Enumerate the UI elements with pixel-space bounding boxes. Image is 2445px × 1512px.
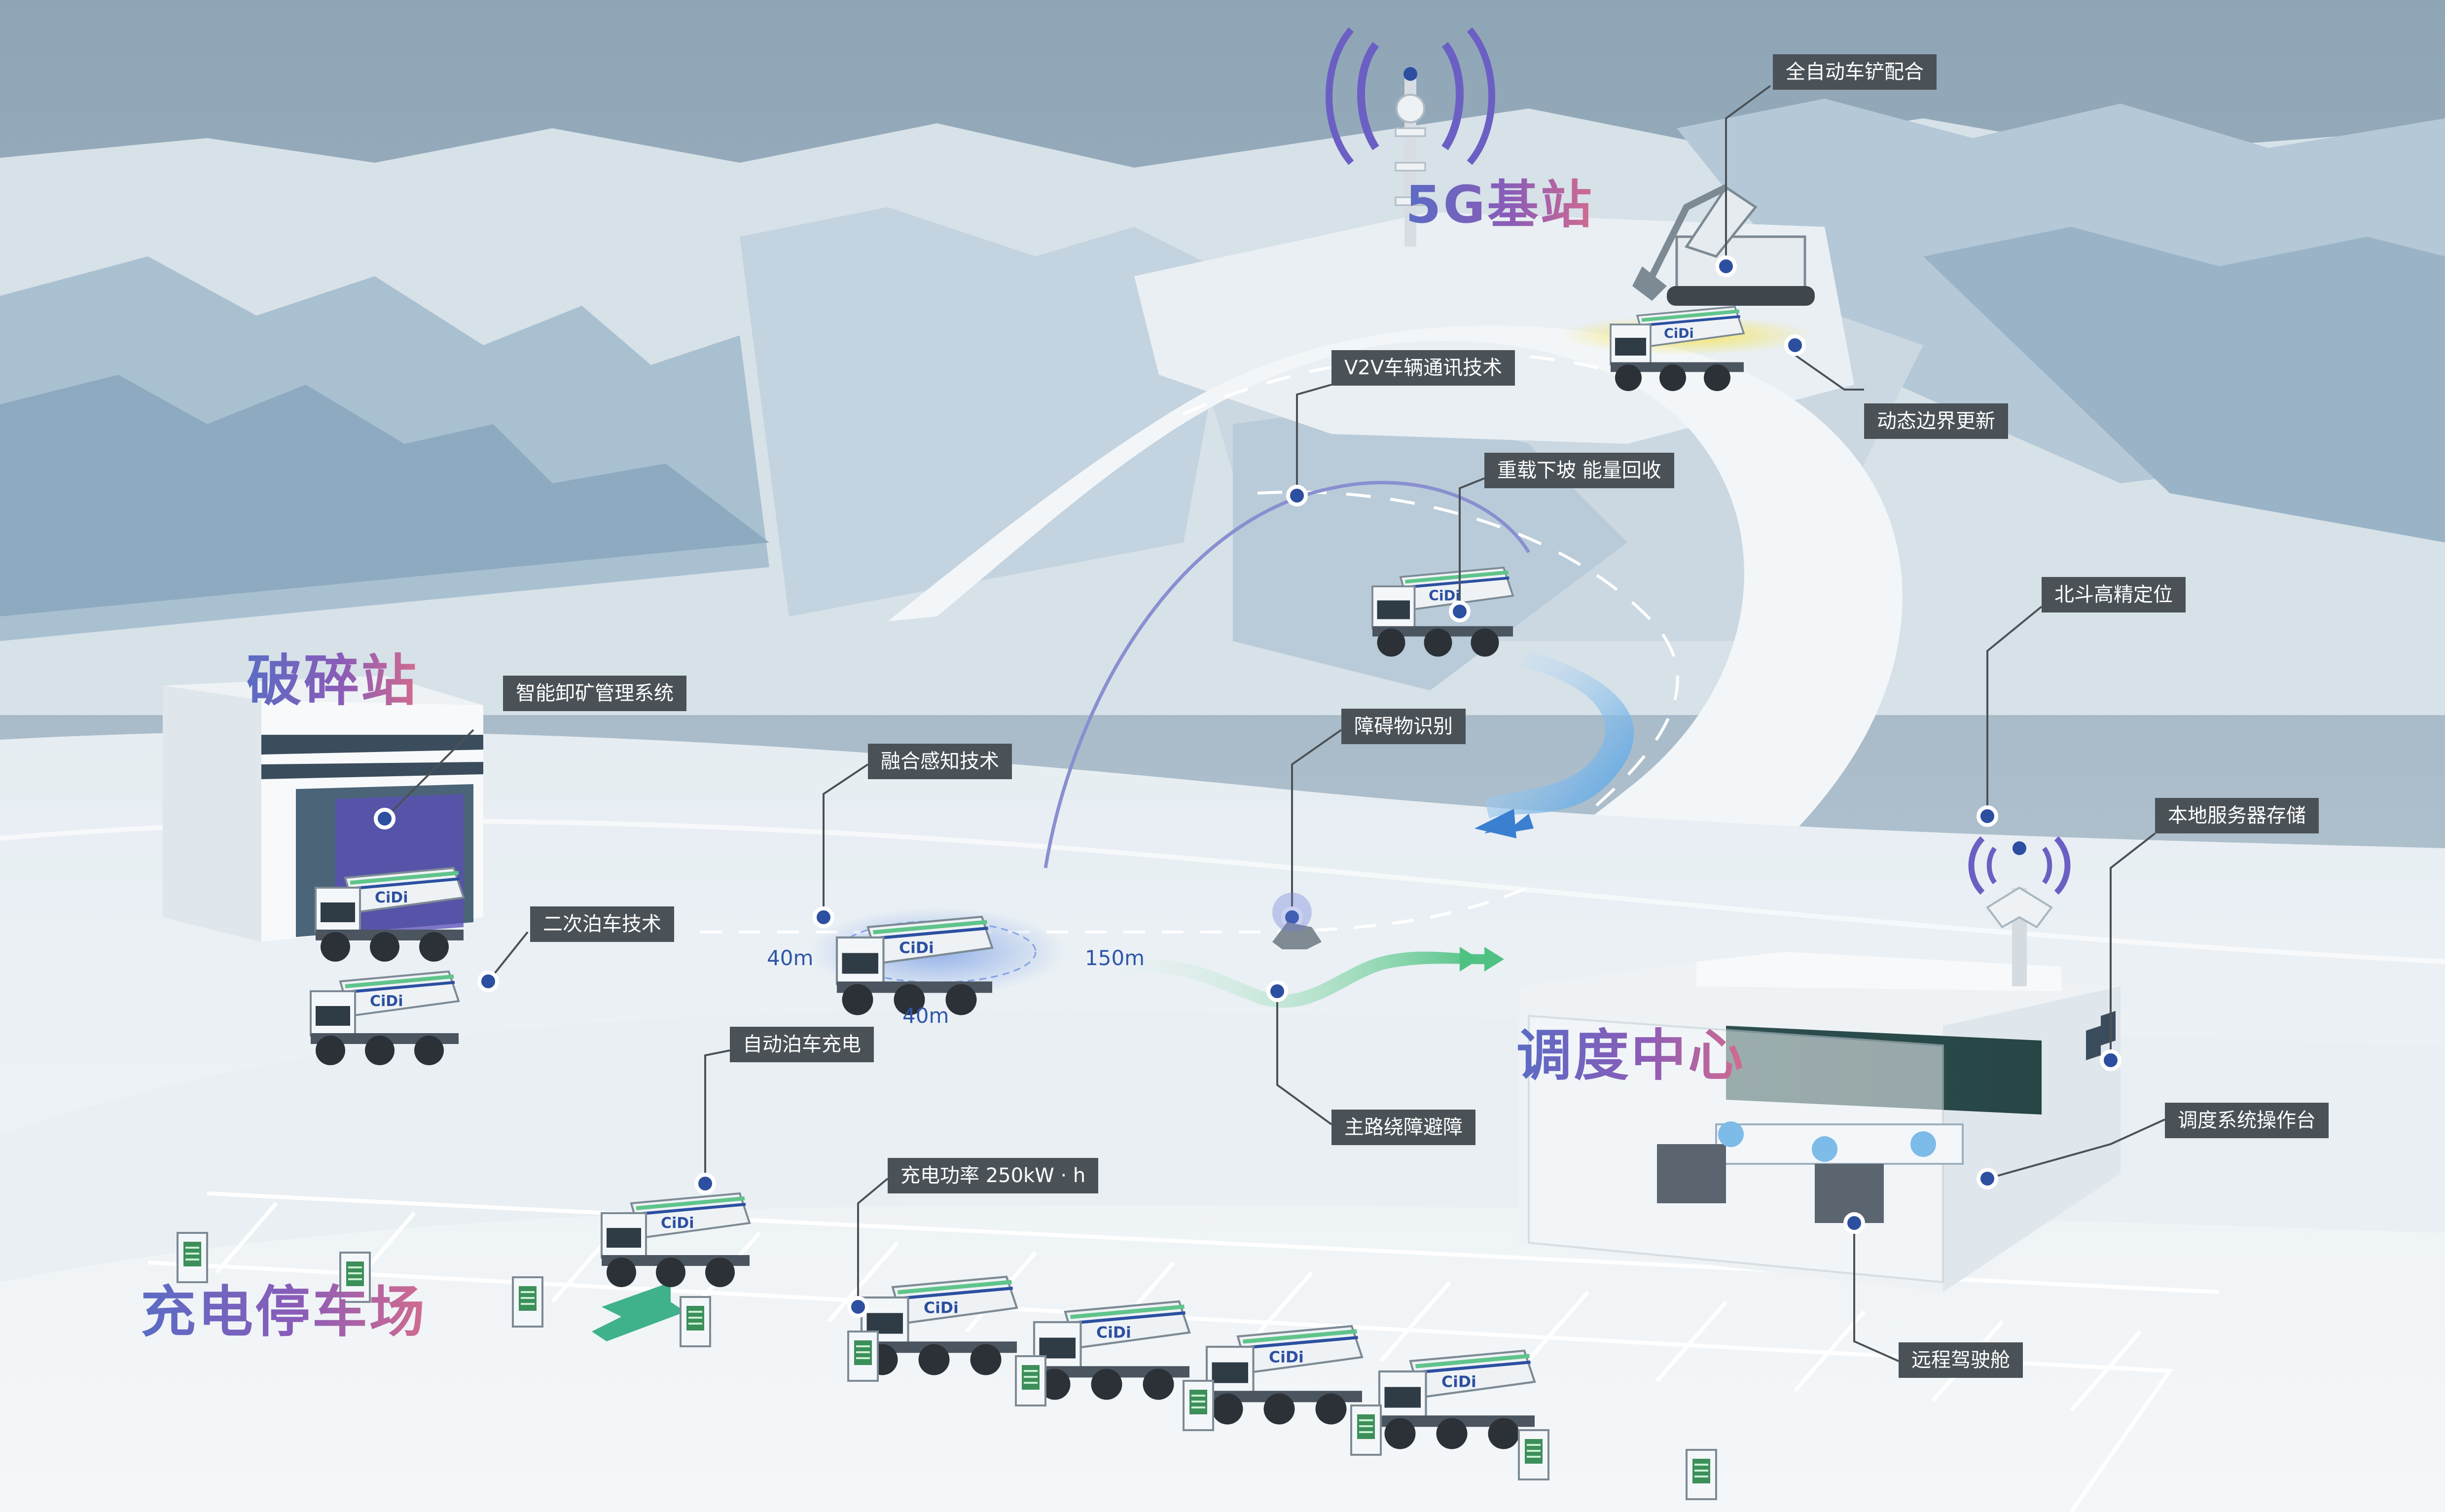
haul-truck: CiDi [1371, 566, 1514, 657]
haul-truck: CiDi [310, 970, 460, 1065]
charging-pile [1518, 1429, 1549, 1480]
haul-truck: CiDi [1378, 1349, 1536, 1449]
haul-truck: CiDi [315, 866, 465, 962]
mountain-range [0, 99, 2445, 715]
excavator [1632, 184, 1815, 306]
zone-title-charging-lot: 充电停车场 [141, 1267, 427, 1347]
haul-truck: CiDi [1033, 1300, 1191, 1400]
charging-pile [1350, 1404, 1382, 1456]
parking-arrow [592, 1282, 685, 1341]
callout-shovel: 全自动车铲配合 [1773, 54, 1937, 90]
zone-title-5g-base-station: 5G基站 [1405, 163, 1594, 237]
truck-brand-label: CiDi [1096, 1324, 1131, 1342]
markers [374, 255, 2121, 1318]
charging-pile [339, 1252, 371, 1303]
zone-title-dispatch: 调度中心 [1516, 1011, 1745, 1091]
truck-brand-label: CiDi [661, 1215, 694, 1232]
charging-pile [680, 1296, 711, 1347]
charging-pile [512, 1276, 543, 1328]
truck-brand-label: CiDi [1664, 326, 1694, 341]
charging-pile [1015, 1355, 1046, 1406]
obstacle-rock [1272, 922, 1322, 949]
callout-reparking: 二次泊车技术 [530, 906, 674, 942]
distance-bottom: 40m [902, 1004, 949, 1028]
charging-pile [1686, 1449, 1717, 1500]
callout-detour: 主路绕障避障 [1331, 1110, 1475, 1145]
callout-beidou: 北斗高精定位 [2042, 577, 2186, 612]
truck-brand-label: CiDi [899, 939, 934, 957]
haul-truck: CiDi [1610, 306, 1745, 391]
callout-v2v: V2V车辆通讯技术 [1331, 350, 1515, 386]
truck-brand-label: CiDi [375, 889, 408, 906]
callout-fusion: 融合感知技术 [868, 744, 1012, 779]
truck-brand-label: CiDi [370, 993, 403, 1010]
callout-console: 调度系统操作台 [2165, 1103, 2329, 1138]
5g-tower [1326, 27, 1495, 247]
callout-auto-charge: 自动泊车充电 [730, 1027, 874, 1062]
callout-boundary: 动态边界更新 [1864, 403, 2008, 439]
distance-right: 150m [1085, 946, 1145, 970]
detour-arrow [1124, 951, 1484, 1008]
leader-lines [384, 85, 2165, 1362]
distance-left: 40m [767, 946, 814, 970]
v2v-arc [1043, 481, 1530, 868]
zone-title-crusher: 破碎站 [247, 636, 418, 716]
haul-truck: CiDi [1205, 1325, 1364, 1425]
truck-brand-label: CiDi [1429, 588, 1460, 604]
charging-pile [177, 1232, 208, 1283]
callout-unload: 智能卸矿管理系统 [503, 676, 686, 711]
callout-server: 本地服务器存储 [2155, 798, 2319, 833]
callout-remote: 远程驾驶舱 [1899, 1342, 2023, 1378]
dispatch-antenna [1968, 836, 2071, 986]
haul-truck: CiDi [601, 1192, 751, 1287]
dispatch-building [1519, 952, 2121, 1292]
charging-pile [1183, 1380, 1214, 1431]
truck-brand-label: CiDi [1269, 1349, 1304, 1367]
haul-truck: CiDi [835, 915, 994, 1015]
truck-brand-label: CiDi [924, 1299, 959, 1317]
charging-pile [847, 1331, 879, 1382]
truck-brand-label: CiDi [1441, 1373, 1476, 1391]
callout-regen: 重载下坡 能量回收 [1484, 453, 1674, 488]
descent-arrow [1484, 651, 1634, 819]
callout-power: 充电功率 250kW · h [888, 1158, 1099, 1193]
callout-obstacle: 障碍物识别 [1341, 709, 1466, 744]
